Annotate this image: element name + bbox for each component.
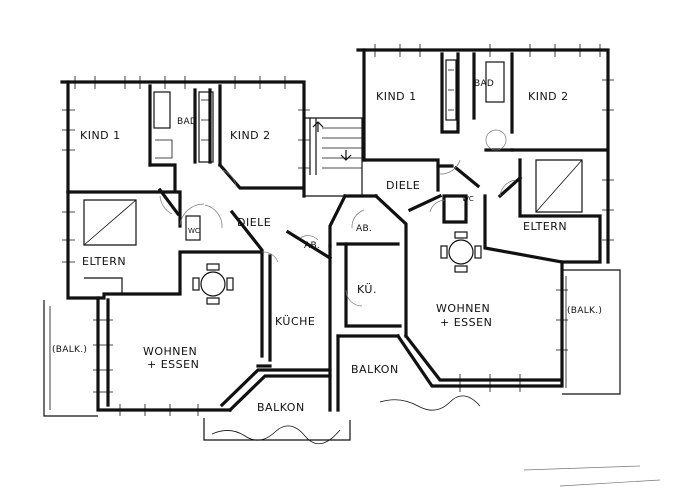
label-wc-left: WC — [188, 227, 200, 235]
left-door-swings — [159, 169, 319, 263]
right-bath-fixtures — [445, 59, 507, 151]
left-unit-walls — [60, 80, 333, 413]
right-dining-table — [440, 231, 482, 273]
left-wardrobe — [83, 199, 137, 293]
label-balkon-left: BALKON — [257, 401, 305, 414]
left-bath-fixtures — [153, 91, 214, 163]
right-door-swings — [345, 159, 517, 307]
label-wohnen-left-2: + ESSEN — [147, 358, 199, 371]
label-kueche-left: KÜCHE — [275, 315, 315, 328]
label-balk-left: (BALK.) — [52, 345, 87, 355]
label-kind2-left: KIND 2 — [230, 129, 271, 142]
left-dining-table — [192, 263, 234, 305]
label-eltern-right: ELTERN — [523, 220, 567, 233]
room-labels: KIND 1 KIND 2 BAD DIELE WC AB. ELTERN KÜ… — [52, 79, 602, 414]
label-ab-left: AB. — [304, 241, 320, 251]
label-bad-right: BAD — [474, 79, 494, 89]
label-kue-right: KÜ. — [357, 283, 377, 296]
left-wc-fixture — [185, 215, 201, 241]
label-kind1-right: KIND 1 — [376, 90, 417, 103]
label-wohnen-right-2: + ESSEN — [440, 316, 492, 329]
label-eltern-left: ELTERN — [82, 255, 126, 268]
label-wohnen-right-1: WOHNEN — [436, 302, 490, 315]
label-kind1-left: KIND 1 — [80, 129, 121, 142]
label-diele-right: DIELE — [386, 179, 420, 192]
label-balkon-right: BALKON — [351, 363, 399, 376]
label-ab-right: AB. — [356, 224, 372, 234]
label-diele-left: DIELE — [237, 216, 271, 229]
label-kind2-right: KIND 2 — [528, 90, 569, 103]
faint-handwriting — [523, 465, 661, 487]
left-unit-window-ticks — [62, 76, 310, 416]
left-balcony — [43, 300, 351, 444]
label-wohnen-left-1: WOHNEN — [143, 345, 197, 358]
label-wc-right: WC — [462, 195, 474, 203]
label-balk-right: (BALK.) — [567, 306, 602, 316]
staircase — [304, 117, 363, 197]
right-balcony — [379, 269, 621, 411]
right-wardrobe — [535, 159, 583, 213]
label-bad-left: BAD — [177, 117, 197, 127]
